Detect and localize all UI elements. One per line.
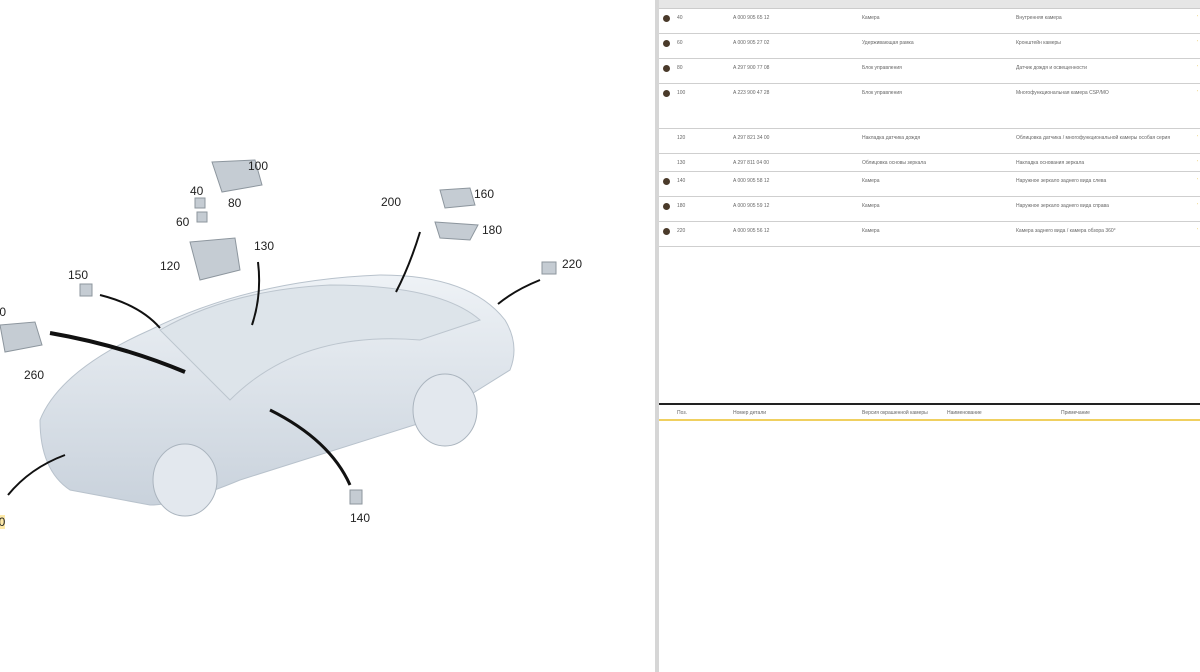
- row-marker: ': [1197, 40, 1198, 46]
- table-row[interactable]: 80 A 297 900 77 08 Блок управления Датчик д…: [659, 59, 1200, 84]
- row-marker: ': [1197, 15, 1198, 21]
- cell-name: Блок управления: [862, 90, 902, 96]
- callout-250[interactable]: 250: [0, 305, 7, 319]
- table-row[interactable]: 100 A 223 900 47 28 Блок управления Многофу…: [659, 84, 1200, 129]
- divider: [659, 403, 1200, 405]
- cell-pos: 40: [677, 15, 683, 21]
- cell-part-number: A 223 900 47 28: [733, 90, 770, 96]
- table-row[interactable]: 60 A 000 905 27 02 Удерживающая рамка Кронш…: [659, 34, 1200, 59]
- row-marker: ': [1197, 135, 1198, 141]
- cell-part-number: A 000 905 58 12: [733, 178, 770, 184]
- callout-130[interactable]: 130: [254, 239, 275, 253]
- cell-name: Удерживающая рамка: [862, 40, 914, 46]
- callout-120[interactable]: 120: [160, 259, 181, 273]
- splitter[interactable]: [655, 0, 659, 672]
- cell-name: Блок управления: [862, 65, 902, 71]
- col-part-number[interactable]: Номер детали: [733, 410, 767, 416]
- col-note[interactable]: Примечание: [1061, 410, 1090, 416]
- cell-note: Внутренняя камера: [1016, 15, 1062, 21]
- callout-140[interactable]: 140: [350, 511, 371, 525]
- callout-200[interactable]: 200: [381, 195, 402, 209]
- callout-160[interactable]: 160: [474, 187, 495, 201]
- callout-100[interactable]: 100: [248, 159, 269, 173]
- cell-part-number: A 000 905 65 12: [733, 15, 770, 21]
- callout-260[interactable]: 260: [24, 368, 45, 382]
- cell-note: Кронштейн камеры: [1016, 40, 1061, 46]
- info-icon[interactable]: [663, 40, 670, 47]
- lower-table-header: Поз. Номер детали Версия окрашенной каме…: [659, 406, 1200, 421]
- info-icon[interactable]: [663, 65, 670, 72]
- info-icon[interactable]: [663, 15, 670, 22]
- cell-note: Наружное зеркало заднего вида справа: [1016, 203, 1109, 209]
- cell-part-number: A 297 900 77 08: [733, 65, 770, 71]
- cell-name: Облицовка основы зеркала: [862, 160, 926, 166]
- car-illustration: [0, 159, 557, 517]
- callout-10[interactable]: 10: [0, 515, 6, 529]
- row-marker: ': [1197, 228, 1198, 234]
- info-icon[interactable]: [663, 90, 670, 97]
- cell-note: Наружное зеркало заднего вида слева: [1016, 178, 1107, 184]
- cell-part-number: A 297 821 34 00: [733, 135, 770, 141]
- cell-part-number: A 297 811 04 00: [733, 160, 770, 166]
- cell-note: Многофункциональная камера CSP/MO: [1016, 90, 1109, 96]
- info-icon[interactable]: [663, 178, 670, 185]
- cell-note: Датчик дождя и освещенности: [1016, 65, 1087, 71]
- info-icon[interactable]: [663, 203, 670, 210]
- callout-60[interactable]: 60: [176, 215, 190, 229]
- cell-pos: 180: [677, 203, 686, 209]
- table-row[interactable]: 130 A 297 811 04 00 Облицовка основы зерка…: [659, 154, 1200, 172]
- cell-note: Накладка основания зеркала: [1016, 160, 1085, 166]
- parts-diagram[interactable]: 100 40 80 60 130 120 150 200 160 180 220…: [0, 0, 655, 672]
- cell-name: Камера: [862, 228, 880, 234]
- row-marker: ': [1197, 203, 1198, 209]
- cell-pos: 220: [677, 228, 686, 234]
- cell-pos: 120: [677, 135, 686, 141]
- cell-pos: 130: [677, 160, 686, 166]
- table-row[interactable]: 180 A 000 905 59 12 Камера Наружное зеркало…: [659, 197, 1200, 222]
- cell-pos: 100: [677, 90, 686, 96]
- row-marker: ': [1197, 65, 1198, 71]
- callout-80[interactable]: 80: [228, 196, 242, 210]
- table-row[interactable]: 40 A 000 905 65 12 Камера Внутренняя камера…: [659, 9, 1200, 34]
- table-header-bar: [659, 0, 1200, 9]
- info-icon[interactable]: [663, 228, 670, 235]
- cell-name: Камера: [862, 203, 880, 209]
- cell-note: Облицовка датчика / многофункциональной …: [1016, 135, 1171, 141]
- cell-part-number: A 000 905 27 02: [733, 40, 770, 46]
- cell-pos: 60: [677, 40, 683, 46]
- table-row[interactable]: 120 A 297 821 34 00 Накладка датчика дождя…: [659, 129, 1200, 154]
- callout-40[interactable]: 40: [190, 184, 204, 198]
- row-marker: ': [1197, 90, 1198, 96]
- cell-note: Камера заднего вида / камера обзора 360°: [1016, 228, 1116, 234]
- cell-name: Камера: [862, 178, 880, 184]
- callout-150[interactable]: 150: [68, 268, 89, 282]
- cell-name: Накладка датчика дождя: [862, 135, 921, 141]
- cell-name: Камера: [862, 15, 880, 21]
- cell-pos: 140: [677, 178, 686, 184]
- row-marker: ': [1197, 178, 1198, 184]
- col-version[interactable]: Версия окрашенной камеры: [862, 410, 928, 416]
- cell-pos: 80: [677, 65, 683, 71]
- col-pos[interactable]: Поз.: [677, 410, 687, 416]
- cell-part-number: A 000 905 59 12: [733, 203, 770, 209]
- table-row[interactable]: 220 A 000 905 56 12 Камера Камера заднего в…: [659, 222, 1200, 247]
- callout-180[interactable]: 180: [482, 223, 503, 237]
- callout-220[interactable]: 220: [562, 257, 583, 271]
- cell-part-number: A 000 905 56 12: [733, 228, 770, 234]
- row-marker: ': [1197, 160, 1198, 166]
- parts-panel: 40 A 000 905 65 12 Камера Внутренняя камера…: [659, 0, 1200, 672]
- table-row[interactable]: 140 A 000 905 58 12 Камера Наружное зеркало…: [659, 172, 1200, 197]
- col-name[interactable]: Наименование: [947, 410, 982, 416]
